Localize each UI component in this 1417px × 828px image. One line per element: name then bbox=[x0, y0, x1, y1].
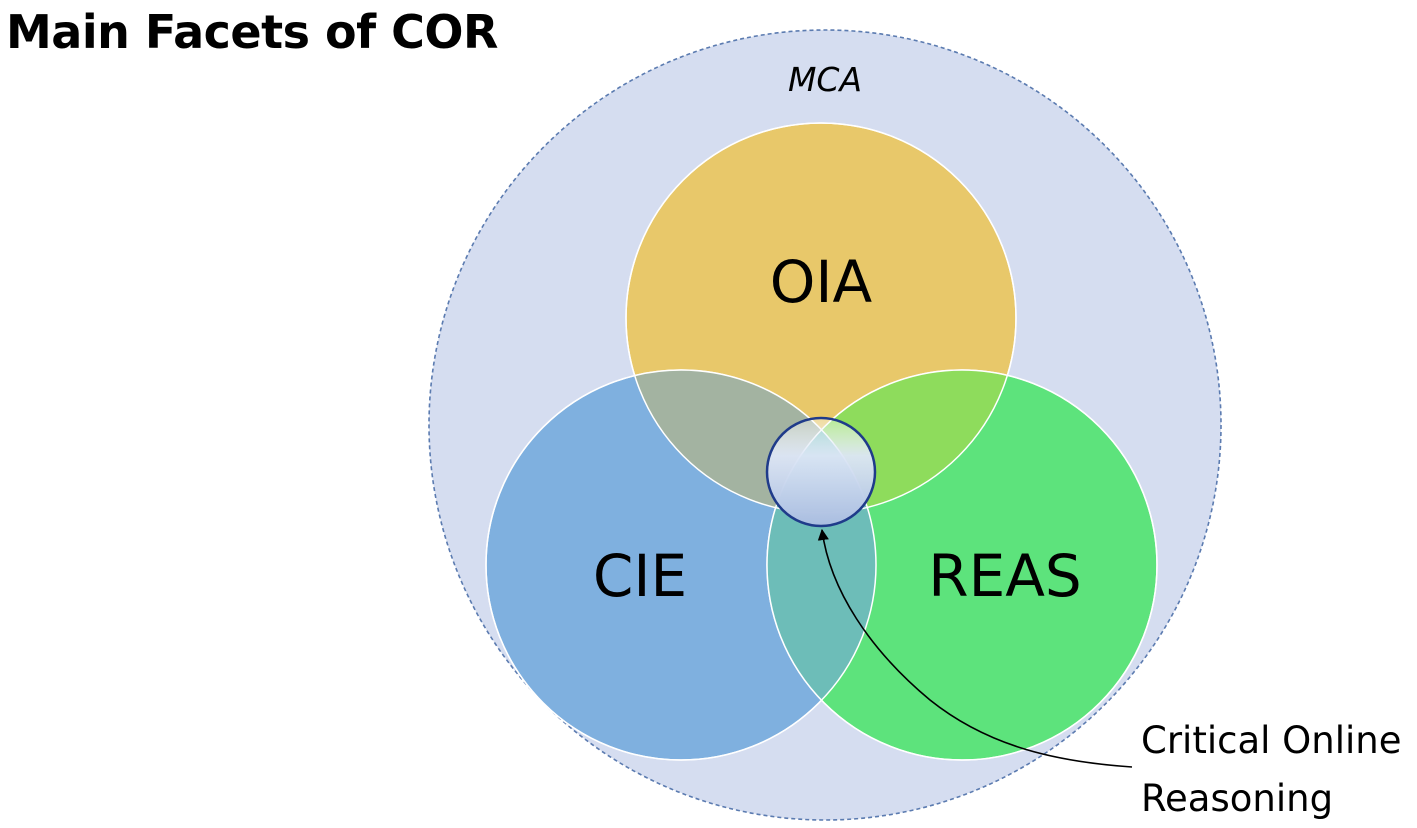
cie-label: CIE bbox=[593, 542, 687, 610]
callout-line-2: Reasoning bbox=[1141, 777, 1334, 820]
oia-label: OIA bbox=[770, 248, 873, 316]
callout-line-1: Critical Online bbox=[1141, 719, 1402, 762]
reas-outline bbox=[766, 369, 1158, 761]
callout-label: Critical Online Reasoning bbox=[1141, 712, 1417, 828]
callout-arrow bbox=[817, 528, 1133, 768]
page-title: Main Facets of COR bbox=[6, 5, 498, 59]
center-circle bbox=[765, 416, 877, 528]
reas-label: REAS bbox=[928, 542, 1081, 610]
mca-label: MCA bbox=[788, 60, 862, 99]
cie-outline bbox=[485, 369, 877, 761]
